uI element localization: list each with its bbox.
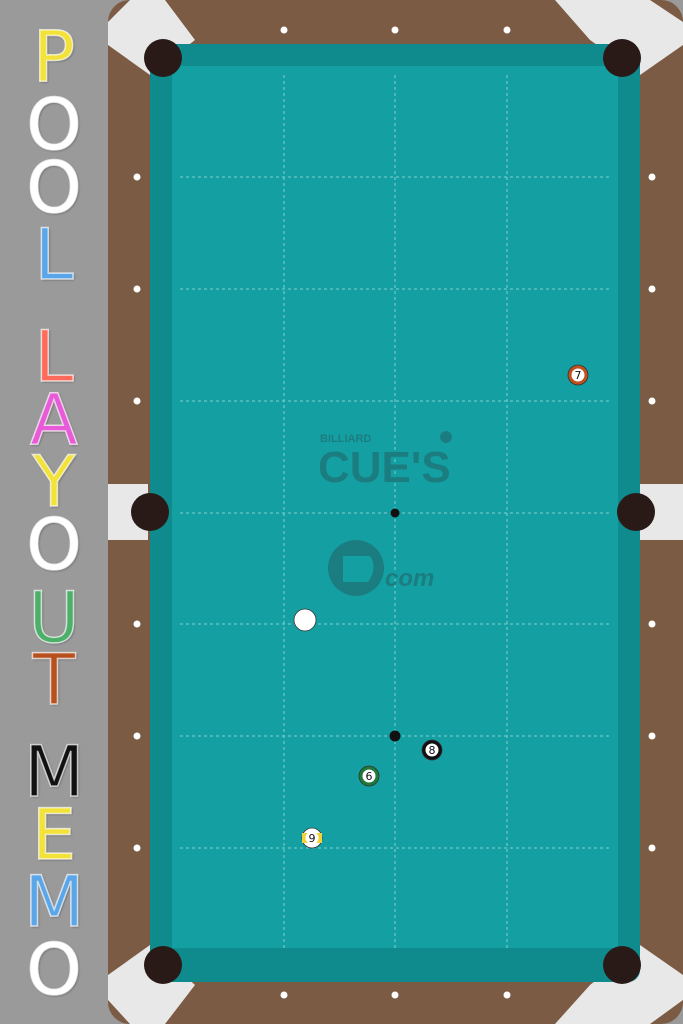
plate-bottom-left <box>108 945 195 1024</box>
cue-ball[interactable] <box>293 608 317 632</box>
title-letter: L <box>34 214 75 296</box>
pocket-bottom-right <box>603 946 641 984</box>
felt-grid <box>180 75 610 950</box>
title-letter: U <box>28 577 81 659</box>
ball-7[interactable]: 7 <box>567 364 589 386</box>
ball-8[interactable]: 8 <box>421 739 443 761</box>
title-letter: M <box>23 731 85 813</box>
ball-6[interactable]: 6 <box>358 765 380 787</box>
logo-small-text: BILLIARD <box>320 433 371 445</box>
balls-layer[interactable]: 7 8 6 9 <box>293 364 589 849</box>
plate-top-right <box>555 0 683 75</box>
plate-bottom-right <box>555 945 683 1024</box>
title-letter: L <box>34 316 75 398</box>
title-letter: O <box>26 504 83 586</box>
title-letter: M <box>23 861 85 943</box>
ball-9[interactable]: 9 <box>301 827 323 849</box>
title-letter: Y <box>32 441 76 523</box>
logo-big-text: CUE'S <box>318 443 451 492</box>
title-letter: O <box>26 147 83 229</box>
ball-number: 6 <box>366 770 373 783</box>
pocket-side-right <box>617 493 655 531</box>
foot-spot <box>389 730 401 742</box>
pocket-bottom-left <box>144 946 182 984</box>
logo-d-icon <box>343 556 374 582</box>
ball-number: 9 <box>309 832 316 845</box>
pocket-top-right <box>603 39 641 77</box>
logo-ball-icon <box>440 431 452 443</box>
center-spot <box>390 508 400 518</box>
pocket-side-left <box>131 493 169 531</box>
title-letter: T <box>32 639 76 721</box>
rail-diamonds <box>133 26 656 999</box>
table-logo: BILLIARD CUE'S com <box>318 431 452 596</box>
title-letter: E <box>31 794 77 876</box>
pocket-top-left <box>144 39 182 77</box>
title-letter: O <box>26 84 83 166</box>
title-letter: O <box>26 929 83 1011</box>
ball-number: 7 <box>575 369 582 382</box>
title-letter: A <box>29 379 78 461</box>
title-letter: P <box>32 16 76 98</box>
logo-brand-text: com <box>385 565 434 592</box>
pockets <box>131 39 655 984</box>
ball-number: 8 <box>429 744 436 757</box>
